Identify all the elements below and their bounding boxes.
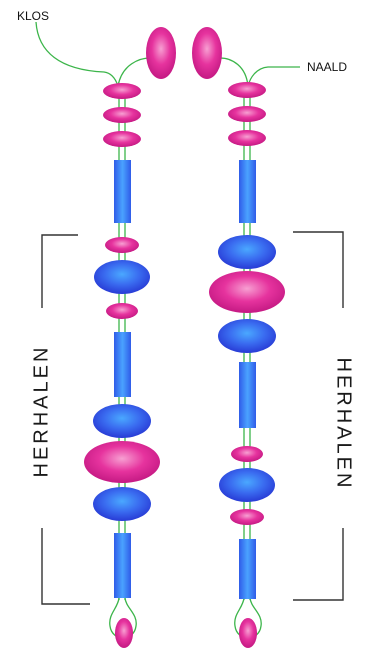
top-beads (146, 27, 222, 79)
klos-thread (35, 21, 119, 87)
repeat-label-right: HERHALEN (332, 357, 355, 491)
top-bead-right (192, 27, 222, 79)
left-round-blue-bead-1 (94, 260, 150, 294)
right-round-blue-bead-1 (218, 235, 276, 269)
right-bracket-bottom (293, 528, 344, 601)
right-small-bead-3 (228, 130, 266, 146)
right-small-bead-1 (228, 82, 266, 98)
right-small-bead-4 (231, 446, 263, 462)
left-tube-bead-2 (114, 332, 131, 397)
right-small-bead-2 (228, 106, 266, 122)
left-small-bead-2 (103, 107, 141, 123)
right-tube-bead-2 (239, 362, 256, 428)
left-small-bead-1 (103, 83, 141, 99)
left-large-pink-bead (84, 441, 160, 483)
right-round-blue-bead-2 (218, 319, 276, 353)
naald-label: NAALD (307, 60, 348, 74)
left-round-blue-bead-2 (93, 404, 151, 438)
klos-label: KLOS (17, 9, 50, 23)
left-bracket-bottom (41, 528, 90, 605)
top-arch-thread-left (117, 57, 151, 87)
left-bracket-top (41, 234, 78, 308)
left-strand (84, 83, 160, 648)
left-tube-bead-3 (114, 533, 131, 598)
left-tube-bead-1 (114, 160, 131, 223)
right-end-bead (239, 618, 257, 648)
right-tube-bead-3 (239, 539, 256, 599)
right-strand (209, 82, 285, 648)
left-small-bead-4 (105, 237, 139, 253)
right-small-bead-5 (230, 509, 264, 525)
right-large-pink-bead (209, 271, 285, 313)
left-end-bead (115, 618, 133, 648)
repeat-label-left: HERHALEN (30, 344, 53, 478)
left-round-blue-bead-3 (93, 487, 151, 521)
right-round-blue-bead-3 (219, 468, 275, 502)
top-bead-left (146, 27, 176, 79)
top-arch-thread-right (219, 57, 249, 87)
repeat-brackets (41, 231, 344, 605)
right-tube-bead-1 (239, 160, 256, 223)
left-small-bead-5 (106, 303, 138, 319)
left-small-bead-3 (103, 131, 141, 147)
right-bracket-top (293, 231, 344, 308)
